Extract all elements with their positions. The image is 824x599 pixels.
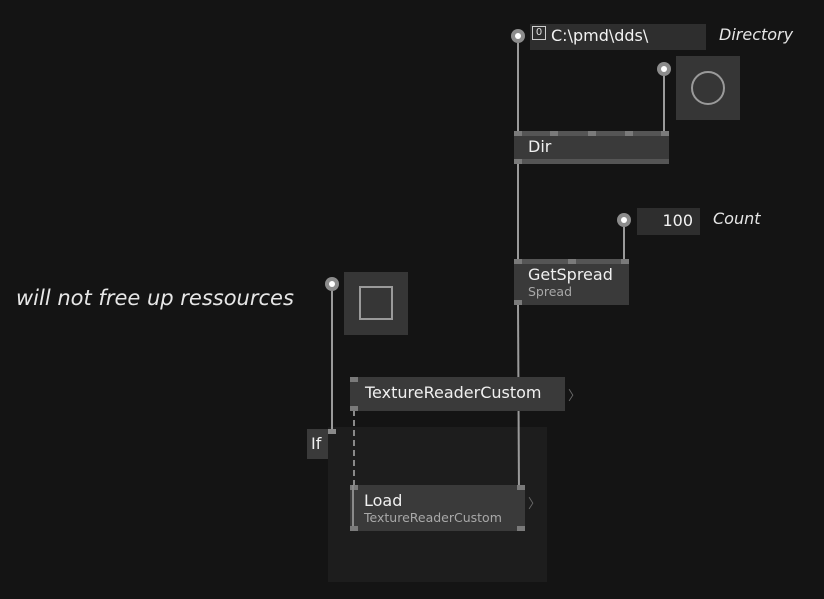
toggle-square-icon[interactable] xyxy=(359,286,393,320)
dir-input-port[interactable] xyxy=(625,131,633,136)
dir-node[interactable]: Dir xyxy=(514,131,669,164)
texturereadercustom-node[interactable]: TextureReaderCustom xyxy=(350,377,565,411)
wire-count-to-getspread[interactable] xyxy=(623,227,625,260)
getspread-input-port[interactable] xyxy=(568,259,576,264)
getspread-output-port[interactable] xyxy=(514,300,522,305)
wire-toggle-to-if[interactable] xyxy=(331,291,333,429)
toggle-pin-icon[interactable] xyxy=(325,277,339,291)
wire-dir-to-getspread[interactable] xyxy=(517,163,519,260)
getspread-node-subtitle: Spread xyxy=(528,284,573,299)
getspread-node[interactable]: GetSpread Spread xyxy=(514,259,629,305)
getspread-node-title: GetSpread xyxy=(528,265,613,284)
if-node-title: If xyxy=(311,434,322,453)
wire-texturereader-to-load[interactable] xyxy=(353,410,355,486)
toggle-iobox[interactable] xyxy=(344,272,408,335)
wire-bang-to-dir[interactable] xyxy=(663,76,665,131)
directory-pin-icon[interactable] xyxy=(511,29,525,43)
directory-value: C:\pmd\dds\ xyxy=(551,26,649,45)
texturereadercustom-input-port[interactable] xyxy=(350,377,358,382)
if-node[interactable]: If xyxy=(307,429,336,459)
bang-iobox[interactable] xyxy=(676,56,740,120)
load-output-port[interactable] xyxy=(517,526,525,531)
directory-iobox[interactable]: 0 C:\pmd\dds\ xyxy=(530,24,706,50)
comment-directory: Directory xyxy=(719,25,794,44)
load-output-port[interactable] xyxy=(350,526,358,531)
load-left-edge xyxy=(352,485,354,531)
load-input-port[interactable] xyxy=(350,485,358,490)
comment-note: will not free up ressources xyxy=(16,286,294,310)
dir-node-title: Dir xyxy=(528,137,552,156)
if-input-port[interactable] xyxy=(328,429,336,434)
getspread-input-port[interactable] xyxy=(514,259,522,264)
string-mode-icon: 0 xyxy=(532,26,546,40)
comment-count: Count xyxy=(713,209,761,228)
load-node[interactable]: Load TextureReaderCustom xyxy=(350,485,525,531)
texturereadercustom-output-port[interactable] xyxy=(350,406,358,411)
load-input-port[interactable] xyxy=(517,485,525,490)
dir-output-port[interactable] xyxy=(514,159,522,164)
load-node-subtitle: TextureReaderCustom xyxy=(364,510,502,525)
texturereadercustom-node-title: TextureReaderCustom xyxy=(365,383,542,402)
getspread-input-port[interactable] xyxy=(621,259,629,264)
bang-pin-icon[interactable] xyxy=(657,62,671,76)
count-iobox[interactable]: 100 xyxy=(637,208,700,235)
dir-input-port[interactable] xyxy=(514,131,522,136)
dir-output-bar xyxy=(514,159,669,164)
load-node-title: Load xyxy=(364,491,403,510)
bang-circle-icon[interactable] xyxy=(691,71,725,105)
texturereadercustom-expand-icon[interactable]: 〉 xyxy=(568,389,582,404)
load-expand-icon[interactable]: 〉 xyxy=(528,497,542,512)
dir-input-port[interactable] xyxy=(550,131,558,136)
wire-directory-to-dir[interactable] xyxy=(517,43,519,131)
count-value: 100 xyxy=(662,211,693,230)
count-pin-icon[interactable] xyxy=(617,213,631,227)
dir-input-port[interactable] xyxy=(661,131,669,136)
dir-input-port[interactable] xyxy=(588,131,596,136)
